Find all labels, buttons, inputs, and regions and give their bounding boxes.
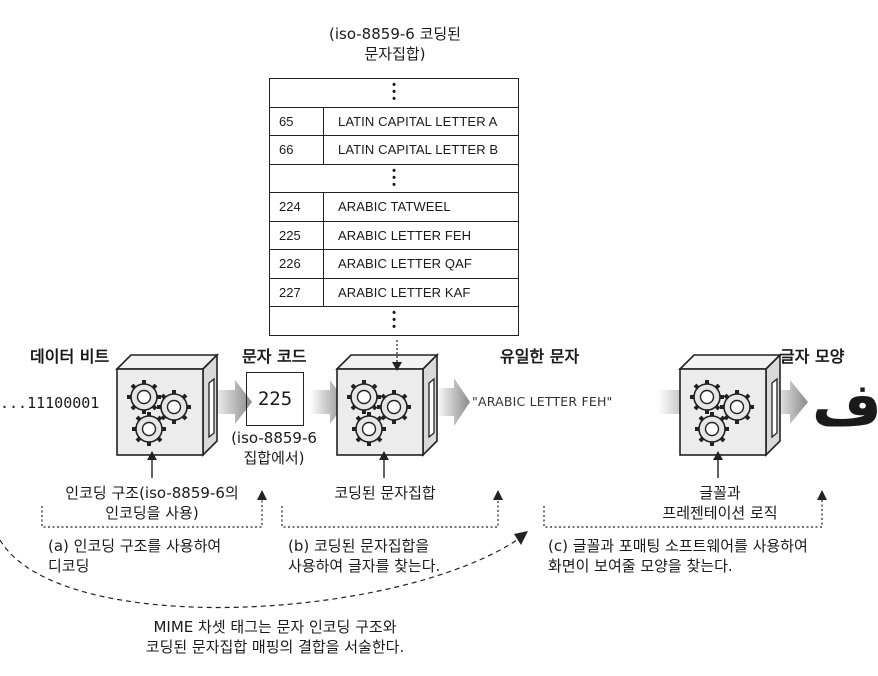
arabic-glyph: ف (812, 370, 878, 440)
input-arrows (147, 451, 723, 478)
font-render-cube (680, 355, 780, 455)
step-b: (b) 코딩된 문자집합을 사용하여 글자를 찾는다. (288, 536, 440, 576)
charset-name: LATIN CAPITAL LETTER A (323, 106, 519, 136)
charset-code: 227 (269, 277, 324, 307)
charset-code: 65 (269, 106, 324, 136)
char-code-box: 225 (246, 372, 304, 426)
charset-ellipsis-row: ••• (269, 163, 519, 193)
step-c: (c) 글꼴과 포매팅 소프트웨어를 사용하여 화면이 보여줄 모양을 찾는다. (548, 536, 808, 576)
decoder-cube (117, 355, 217, 455)
input-charset: 코딩된 문자집합 (334, 484, 436, 502)
charset-name: LATIN CAPITAL LETTER B (323, 135, 519, 164)
charset-caption: (iso-8859-6 코딩된 문자집합) (318, 24, 472, 64)
step-b-line1: (b) 코딩된 문자집합을 (288, 537, 430, 555)
charset-name: ARABIC LETTER FEH (323, 220, 519, 250)
vertical-ellipsis-icon: ••• (392, 79, 396, 106)
step-a: (a) 인코딩 구조를 사용하여 디코딩 (48, 536, 221, 576)
charset-caption-line1: (iso-8859-6 코딩된 (328, 25, 461, 43)
charset-code: 226 (269, 249, 324, 278)
charset-code: 66 (269, 135, 324, 164)
charset-name: ARABIC LETTER KAF (323, 277, 519, 307)
charset-code: 224 (269, 192, 324, 221)
step-b-line2: 사용하여 글자를 찾는다. (288, 557, 441, 575)
mime-note-line2: 코딩된 문자집합 매핑의 결합을 서술한다. (145, 638, 405, 656)
header-unique-char: 유일한 문자 (500, 347, 580, 366)
charset-name: ARABIC TATWEEL (323, 192, 519, 221)
mime-note-line1: MIME 차셋 태그는 문자 인코딩 구조와 (153, 618, 397, 636)
step-c-line1: (c) 글꼴과 포매팅 소프트웨어를 사용하여 (548, 537, 808, 555)
charset-lookup-cube (337, 355, 437, 455)
char-code-value: 225 (257, 388, 293, 410)
step-a-line2: 디코딩 (48, 557, 90, 575)
step-a-line1: (a) 인코딩 구조를 사용하여 (48, 537, 222, 555)
mime-note: MIME 차셋 태그는 문자 인코딩 구조와 코딩된 문자집합 매핑의 결합을 … (95, 617, 455, 657)
charset-name: ARABIC LETTER QAF (323, 249, 519, 278)
step-c-line2: 화면이 보여줄 모양을 찾는다. (548, 557, 733, 575)
header-char-code: 문자 코드 (242, 347, 307, 366)
header-data-bits: 데이터 비트 (30, 347, 110, 366)
input-font-line1: 글꼴과 (699, 484, 741, 502)
data-bits-value: ...11100001 (0, 394, 100, 412)
mime-curve (0, 531, 528, 609)
vertical-ellipsis-icon: ••• (269, 163, 519, 193)
header-glyph: 글자 모양 (780, 347, 845, 366)
unique-char-value: "ARABIC LETTER FEH" (472, 394, 613, 409)
input-font: 글꼴과 프레젠테이션 로직 (630, 483, 810, 523)
bracket-arrowheads (257, 490, 827, 500)
charset-code: 225 (269, 220, 324, 250)
charset-ellipsis-row: ••• (270, 79, 519, 108)
vertical-ellipsis-icon: ••• (269, 306, 519, 335)
charset-caption-line2: 문자집합) (364, 45, 426, 63)
step-brackets (41, 497, 823, 528)
input-font-line2: 프레젠테이션 로직 (662, 504, 778, 522)
char-code-note-line2: 집합에서) (243, 449, 305, 467)
char-code-note-line1: (iso-8859-6 (231, 429, 317, 447)
input-encoding-line2: 인코딩을 사용) (105, 504, 199, 522)
charset-ellipsis-row: ••• (269, 306, 519, 335)
table-to-cube-arrow (392, 340, 402, 371)
input-encoding-line1: 인코딩 구조(iso-8859-6의 (65, 484, 239, 502)
char-code-note: (iso-8859-6 집합에서) (222, 428, 326, 468)
input-encoding: 인코딩 구조(iso-8859-6의 인코딩을 사용) (38, 483, 266, 523)
